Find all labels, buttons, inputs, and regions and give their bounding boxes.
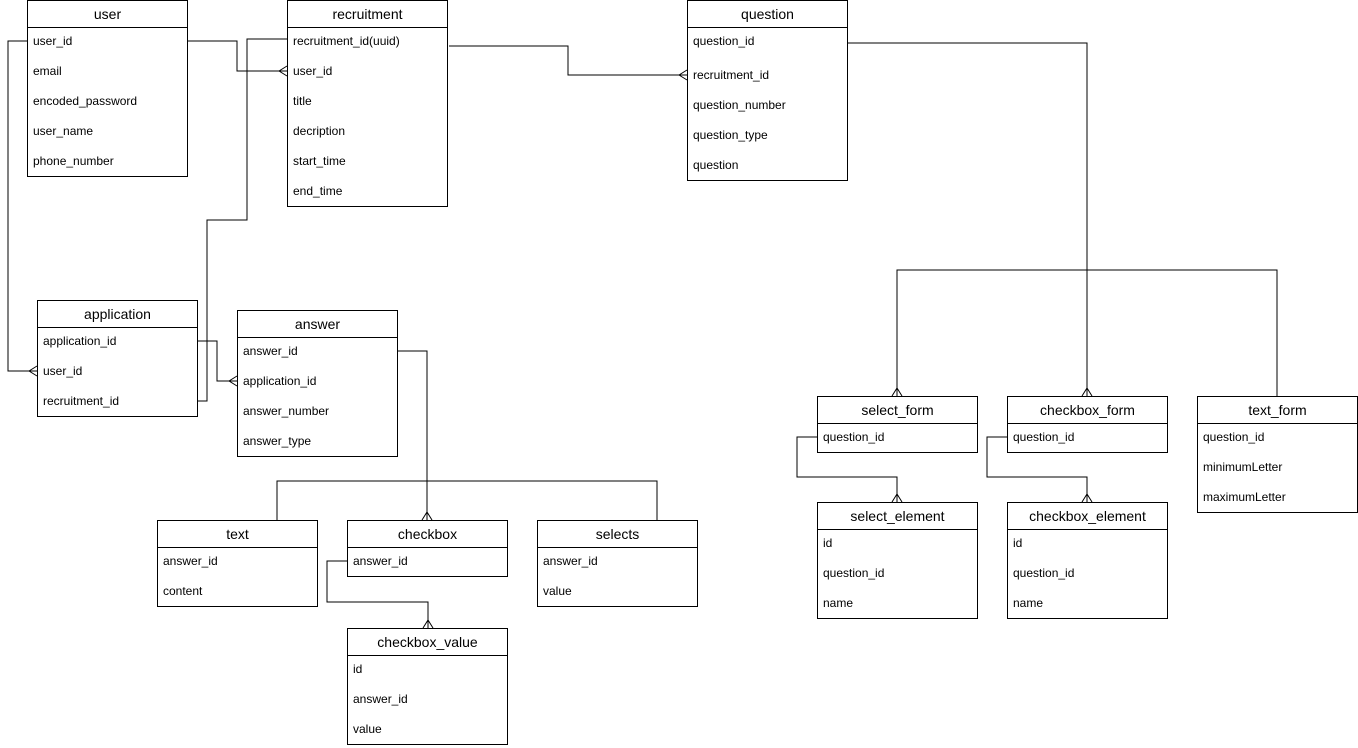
crowfoot-selectelement-selectform: [891, 493, 903, 503]
field: minimumLetter: [1203, 460, 1283, 474]
entity-title: checkbox_form: [1008, 397, 1167, 424]
rel-selectform-selectelement: [796, 436, 898, 502]
entity-title: text: [158, 521, 317, 548]
entity-title: select_element: [818, 503, 977, 530]
field: answer_id: [543, 554, 598, 568]
field: answer_number: [243, 404, 330, 418]
field: id: [353, 662, 363, 676]
entity-title: selects: [538, 521, 697, 548]
crowfoot-recruitment-user: [278, 65, 288, 77]
field: answer_id: [243, 344, 298, 358]
entity-title: checkbox_value: [348, 629, 507, 656]
field: content: [163, 584, 203, 598]
entity-checkbox-value[interactable]: checkbox_value id answer_id value: [347, 628, 508, 745]
entity-title: answer: [238, 311, 397, 338]
entity-text-form[interactable]: text_form question_id minimumLetter maxi…: [1197, 396, 1358, 513]
rel-user-recruitment: [188, 40, 287, 72]
entity-text[interactable]: text answer_id content: [157, 520, 318, 607]
field: value: [353, 722, 382, 736]
entity-title: checkbox: [348, 521, 507, 548]
rel-question-select-text: [896, 269, 1278, 396]
entity-checkbox[interactable]: checkbox answer_id: [347, 520, 508, 577]
entity-answer[interactable]: answer answer_id application_id answer_n…: [237, 310, 398, 457]
field: question_id: [693, 34, 755, 48]
rel-answer-checkbox: [397, 350, 428, 520]
field: user_id: [293, 64, 333, 78]
entity-title: recruitment: [288, 1, 447, 28]
entity-application[interactable]: application application_id user_id recru…: [37, 300, 198, 417]
field: name: [1013, 596, 1044, 610]
field: encoded_password: [33, 94, 138, 108]
rel-checkbox-checkboxvalue: [326, 560, 429, 628]
field: name: [823, 596, 854, 610]
entity-title: checkbox_element: [1008, 503, 1167, 530]
field: question_id: [1203, 430, 1265, 444]
field: application_id: [43, 334, 117, 348]
crowfoot-checkboxelement-checkboxform: [1081, 493, 1093, 503]
field: question_id: [1013, 430, 1075, 444]
entity-selects[interactable]: selects answer_id value: [537, 520, 698, 607]
crowfoot-checkbox-answer: [421, 511, 433, 521]
field: value: [543, 584, 572, 598]
field: question: [693, 158, 739, 172]
rel-user-application: [7, 40, 37, 372]
field: question_id: [823, 430, 885, 444]
entity-select-form[interactable]: select_form question_id: [817, 396, 978, 453]
entity-title: application: [38, 301, 197, 328]
field: recruitment_id(uuid): [293, 34, 400, 48]
field: answer_id: [353, 692, 408, 706]
rel-application-answer: [197, 340, 237, 382]
crowfoot-checkboxvalue-checkbox: [422, 619, 434, 629]
field: email: [33, 64, 62, 78]
field: application_id: [243, 374, 317, 388]
entity-checkbox-form[interactable]: checkbox_form question_id: [1007, 396, 1168, 453]
field: user_name: [33, 124, 94, 138]
field: question_id: [1013, 566, 1075, 580]
field: decription: [293, 124, 346, 138]
entity-title: user: [28, 1, 187, 28]
field: start_time: [293, 154, 346, 168]
field: title: [293, 94, 312, 108]
entity-title: question: [688, 1, 847, 28]
field: phone_number: [33, 154, 114, 168]
crowfoot-application-user: [28, 365, 38, 377]
field: answer_type: [243, 434, 312, 448]
field: question_number: [693, 98, 786, 112]
entity-recruitment[interactable]: recruitment recruitment_id(uuid) user_id…: [287, 0, 448, 207]
entity-title: text_form: [1198, 397, 1357, 424]
rel-answer-text-selects: [276, 480, 658, 520]
field: user_id: [43, 364, 83, 378]
crowfoot-checkboxform-question: [1081, 387, 1093, 397]
rel-checkboxform-checkboxelement: [986, 436, 1088, 502]
field: answer_id: [353, 554, 408, 568]
entity-select-element[interactable]: select_element id question_id name: [817, 502, 978, 619]
field: user_id: [33, 34, 73, 48]
crowfoot-answer-application: [228, 375, 238, 387]
crowfoot-question-recruitment: [678, 69, 688, 81]
field: maximumLetter: [1203, 490, 1286, 504]
rel-recruitment-question: [449, 45, 687, 76]
field: id: [823, 536, 833, 550]
field: end_time: [293, 184, 343, 198]
rel-recruitment-application: [197, 38, 287, 402]
field: recruitment_id: [43, 394, 120, 408]
field: answer_id: [163, 554, 218, 568]
crowfoot-selectform-question: [891, 387, 903, 397]
field: question_id: [823, 566, 885, 580]
field: id: [1013, 536, 1023, 550]
entity-checkbox-element[interactable]: checkbox_element id question_id name: [1007, 502, 1168, 619]
field: recruitment_id: [693, 68, 770, 82]
rel-question-checkboxform: [848, 42, 1088, 396]
entity-user[interactable]: user user_id email encoded_password user…: [27, 0, 188, 177]
entity-title: select_form: [818, 397, 977, 424]
entity-question[interactable]: question question_id recruitment_id ques…: [687, 0, 848, 181]
field: question_type: [693, 128, 768, 142]
